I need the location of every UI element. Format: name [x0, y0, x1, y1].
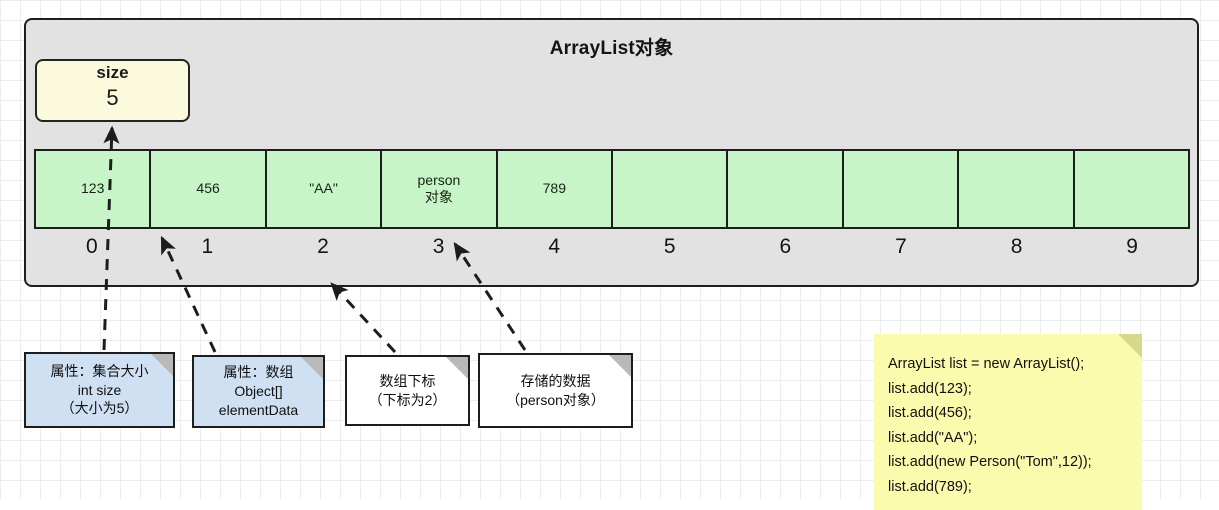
code-line: list.add(789); — [888, 478, 972, 495]
folded-corner-icon — [609, 355, 631, 377]
arraylist-object-container: ArrayList对象 size 5 123 456 "AA" person 对… — [24, 18, 1199, 287]
code-line: list.add(new Person("Tom",12)); — [888, 454, 1092, 470]
callout-note-size: 属性：集合大小 int size （大小为5） — [24, 352, 175, 428]
array-index-label: 0 — [85, 235, 98, 258]
page-title: ArrayList对象 — [549, 38, 674, 59]
callout-note-text: 属性：数组 Object[] elementData — [218, 364, 299, 418]
code-line: list.add(456); — [888, 405, 972, 421]
array-cell — [1075, 151, 1188, 227]
folded-corner-icon — [301, 357, 323, 379]
array-cell — [728, 151, 844, 227]
callout-note-text: 属性：集合大小 int size （大小为5） — [50, 362, 149, 417]
size-field-value: 5 — [106, 85, 119, 110]
code-line: ArrayList list = new ArrayList(); — [888, 356, 1085, 372]
array-index-label: 3 — [432, 235, 445, 258]
array-cell — [844, 151, 960, 227]
array-index-label: 2 — [317, 235, 329, 258]
array-cell: 789 — [498, 151, 614, 227]
element-data-array: 123 456 "AA" person 对象 789 — [34, 149, 1190, 229]
code-sample-note: ArrayList list = new ArrayList(); list.a… — [874, 334, 1142, 510]
array-cell — [959, 151, 1075, 227]
array-cell: "AA" — [267, 151, 383, 227]
code-line: list.add("AA"); — [888, 429, 978, 446]
array-cell: 456 — [151, 151, 267, 227]
array-index-label: 7 — [895, 235, 907, 258]
callout-note-element-data: 属性：数组 Object[] elementData — [192, 355, 325, 428]
array-index-label: 8 — [1010, 235, 1023, 258]
folded-corner-icon — [151, 354, 173, 376]
array-index-label: 1 — [201, 235, 214, 258]
size-field-label: size — [96, 63, 129, 82]
array-index-label: 9 — [1126, 235, 1138, 258]
folded-corner-icon — [1118, 334, 1142, 358]
array-index-label: 4 — [548, 235, 561, 258]
folded-corner-icon — [446, 357, 468, 379]
array-cell: 123 — [36, 151, 152, 227]
array-index-row: 0 1 2 3 4 5 6 7 8 9 — [34, 229, 1190, 269]
callout-note-stored-data: 存储的数据 （person对象） — [478, 353, 633, 428]
array-index-label: 5 — [663, 235, 676, 258]
array-cell — [613, 151, 729, 227]
callout-note-text: 数组下标 （下标为2） — [368, 372, 447, 408]
code-line: list.add(123); — [888, 380, 972, 397]
array-index-label: 6 — [779, 235, 792, 258]
array-cell: person 对象 — [382, 151, 498, 227]
callout-note-array-index: 数组下标 （下标为2） — [345, 355, 470, 426]
callout-note-text: 存储的数据 （person对象） — [506, 372, 605, 408]
size-field-box: size 5 — [35, 59, 190, 122]
